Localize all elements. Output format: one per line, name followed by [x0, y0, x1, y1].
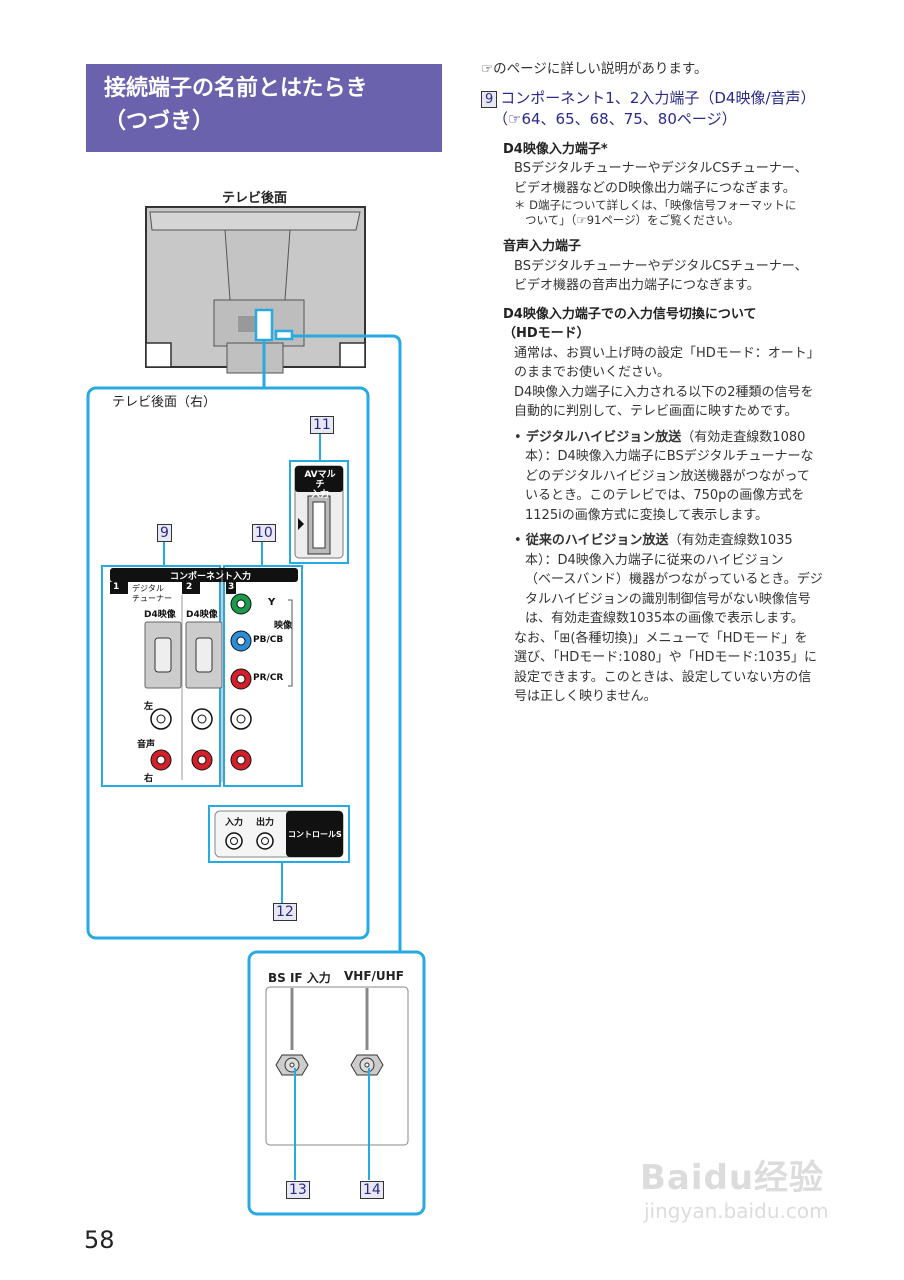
right-label: 右 — [144, 774, 154, 784]
callout-13: 13 — [286, 1181, 310, 1199]
d4-footnote-2: ついて」（☞91ページ）をご覧ください。 — [525, 213, 740, 227]
title-line-1: 接続端子の名前とはたらき — [104, 76, 368, 101]
vhf-uhf-label: VHF/UHF — [344, 969, 404, 983]
callout-12: 12 — [273, 903, 297, 921]
tv-back-right-label: テレビ後面（右） — [112, 395, 217, 410]
bullet-1-line-4: 1125iの画像方式に変換して表示します。 — [525, 507, 769, 523]
channel-3: 3 — [228, 582, 235, 592]
audio-body-1: BSデジタルチューナーやデジタルCSチューナー、 — [514, 258, 808, 274]
callout-10: 10 — [252, 524, 276, 542]
callout-14: 14 — [360, 1181, 384, 1199]
audio-body-2: ビデオ機器の音声出力端子につなぎます。 — [514, 278, 760, 293]
y-label: Y — [268, 597, 276, 608]
bullet-2-title: 従来のハイビジョン放送 — [525, 533, 669, 548]
bullet-2-line-1: 本）：D4映像入力端子に従来のハイビジョン — [525, 552, 784, 568]
bullet-2-line-4: は、有効走査線数1035本の画像で表示します。 — [525, 611, 804, 626]
watermark-url: jingyan.baidu.com — [644, 1199, 829, 1223]
audio-heading: 音声入力端子 — [503, 239, 582, 254]
rca-jacks — [150, 593, 252, 771]
reference-note: ☞のページに詳しい説明があります。 — [481, 61, 708, 77]
bullet-2-line-0: （有効走査線数1035 — [668, 533, 793, 548]
hd-p3-2: 設定できます。このときは、設定していない方の信 — [514, 669, 812, 685]
control-s-label: コントロールS — [288, 830, 342, 839]
pr-cr-label: PR/CR — [253, 673, 284, 683]
tv-back-label: テレビ後面 — [222, 191, 288, 206]
hd-bullet-1: • デジタルハイビジョン放送（有効走査線数1080 本）：D4映像入力端子にBS… — [481, 428, 861, 526]
pb-cb-label: PB/CB — [253, 635, 284, 645]
bullet-2-line-2: （ベースバンド）機器がつながっているとき。デジ — [525, 572, 823, 587]
hd-heading-1: D4映像入力端子での入力信号切換について — [503, 306, 757, 322]
tuner-label: チューナー — [132, 594, 172, 603]
page-title: 接続端子の名前とはたらき （つづき） — [86, 64, 442, 152]
av-multi-line2: 入力 — [310, 490, 329, 500]
title-line-2: （つづき） — [104, 109, 215, 134]
av-multi-line1: AVマルチ — [304, 470, 336, 490]
digital-label: デジタル — [132, 584, 164, 593]
hd-p1b: のままでお使いください。 — [514, 365, 671, 380]
page-number: 58 — [84, 1226, 115, 1254]
hd-heading-2: （HDモード） — [503, 326, 590, 341]
bs-if-label: BS IF 入力 — [268, 971, 331, 985]
section-pages: （☞64、65、68、75、80ページ） — [493, 109, 737, 128]
bullet-1-line-0: （有効走査線数1080 — [681, 429, 806, 445]
d4-footnote-1: ＊ D端子について詳しくは、「映像信号フォーマットに — [514, 198, 797, 212]
bullet-1-line-3: いるとき。このテレビでは、750pの画像方式を — [525, 488, 805, 503]
audio-label: 音声 — [137, 740, 156, 750]
bullet-1-line-1: 本）：D4映像入力端子にBSデジタルチューナーな — [525, 449, 814, 464]
d4-body-1: BSデジタルチューナーやデジタルCSチューナー、 — [514, 161, 808, 176]
section-title-text: コンポーネント1、2入力端子（D4映像/音声） — [500, 88, 816, 107]
baidu-watermark: Baidu经验 jingyan.baidu.com — [640, 1150, 829, 1223]
hd-bullet-2: • 従来のハイビジョン放送（有効走査線数1035 本）：D4映像入力端子に従来の… — [481, 531, 861, 629]
bullet-2-line-3: タルハイビジョンの識別制御信号がない映像信号 — [525, 591, 811, 607]
hd-p2a: D4映像入力端子に入力される以下の2種類の信号を — [514, 384, 814, 400]
hd-p3-0: なお、「⊞(各種切換)」メニューで「HDモード」を — [514, 630, 808, 646]
callout-9: 9 — [157, 524, 172, 542]
watermark-brand: Baidu经验 — [640, 1158, 825, 1198]
d4-label-2: D4映像 — [186, 610, 218, 620]
bullet-1-line-2: どのデジタルハイビジョン放送機器がつながって — [525, 468, 810, 484]
av-multi-label: AVマルチ 入力 — [300, 470, 340, 500]
control-in-label: 入力 — [225, 818, 244, 828]
hd-p3-3: 号は正しく映りません。 — [514, 689, 657, 704]
tv-back-illustration — [145, 206, 366, 374]
left-label: 左 — [144, 702, 154, 712]
d4-label-1: D4映像 — [144, 610, 176, 620]
digital-tuner-label: デジタル チューナー — [132, 584, 172, 604]
bullet-1-title: デジタルハイビジョン放送 — [525, 429, 682, 445]
section-number: 9 — [481, 90, 498, 108]
hd-p2b: 自動的に判別して、テレビ画面に映すためです。 — [514, 404, 798, 419]
component-header: コンポーネント入力 — [170, 572, 252, 582]
hd-p3-1: 選び、「HDモード:1080」や「HDモード:1035」に — [514, 650, 817, 665]
channel-2: 2 — [186, 582, 193, 592]
control-out-label: 出力 — [256, 818, 275, 828]
callout-11: 11 — [310, 416, 334, 434]
channel-1: 1 — [113, 582, 120, 592]
video-label: 映像 — [274, 621, 293, 631]
d4-body-2: ビデオ機器などのD映像出力端子につなぎます。 — [514, 180, 796, 196]
d4-heading: D4映像入力端子* — [503, 141, 608, 157]
hd-p1a: 通常は、お買い上げ時の設定「HDモード：オート」 — [514, 345, 820, 361]
